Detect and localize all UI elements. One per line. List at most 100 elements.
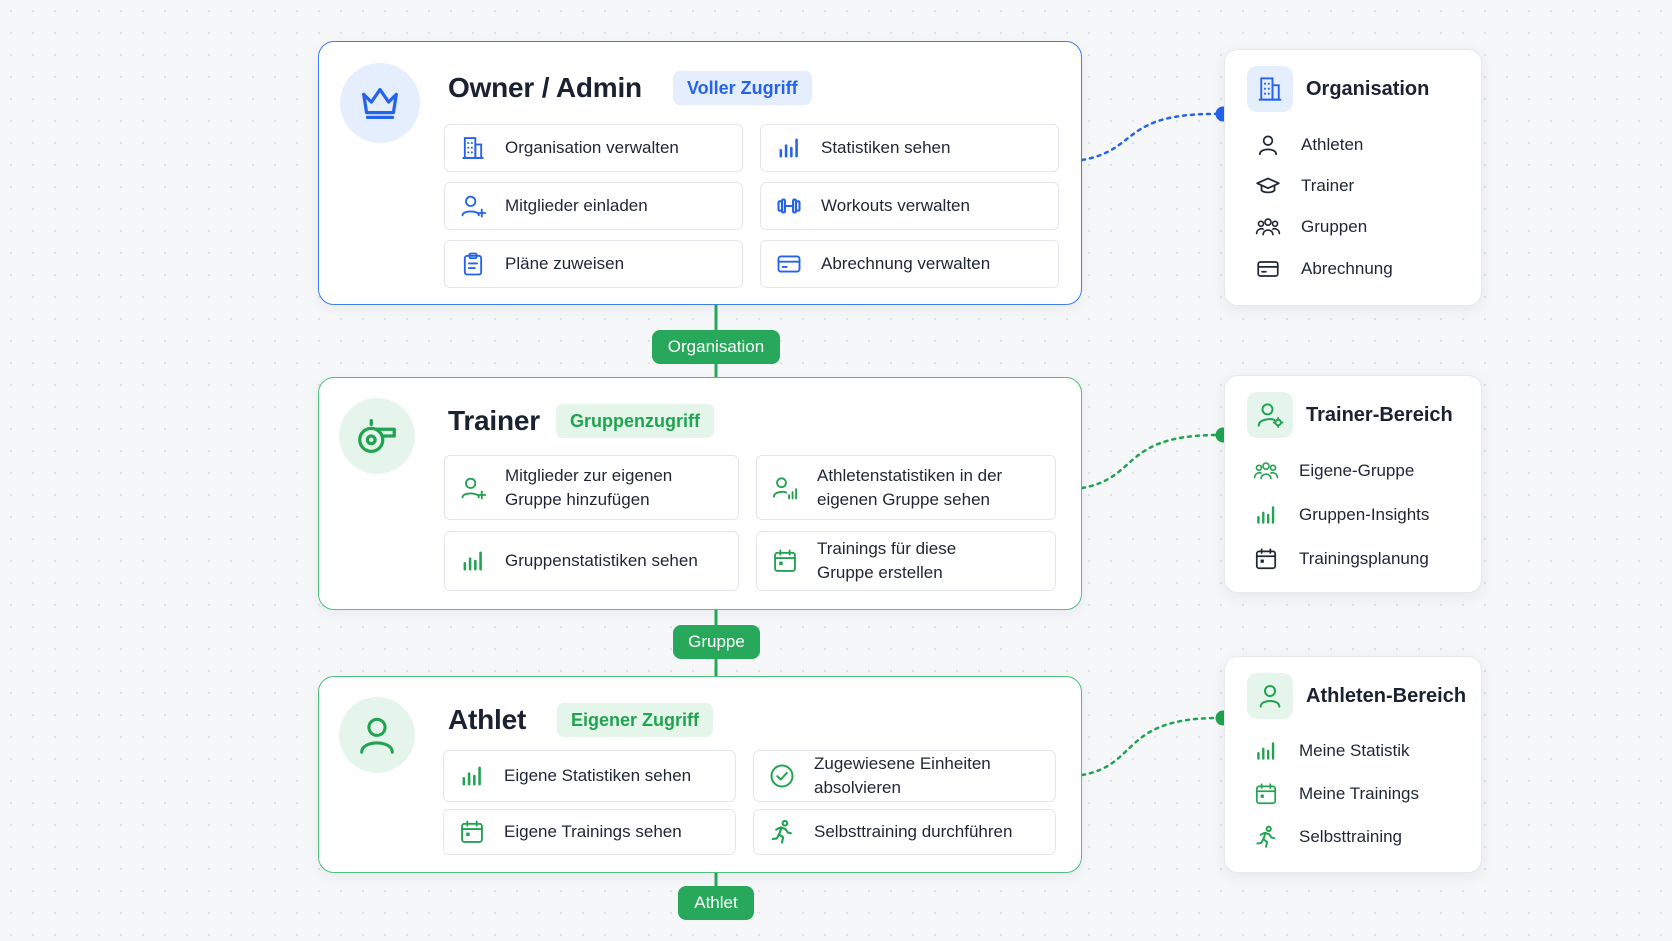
graduation-cap-icon: [1256, 177, 1280, 194]
role-title: Trainer: [448, 405, 540, 436]
label-line: Gruppe hinzufügen: [505, 489, 650, 509]
user-gear-icon: [1257, 403, 1284, 428]
permission-item: Statistiken sehen: [760, 124, 1059, 172]
area-title: Trainer-Bereich: [1306, 403, 1453, 426]
calendar-icon: [1255, 783, 1277, 805]
area-item-label: Trainingsplanung: [1299, 549, 1429, 568]
running-icon: [771, 819, 792, 844]
permission-label: Organisation verwalten: [505, 138, 679, 157]
area-item-label: Gruppen: [1301, 217, 1368, 236]
credit-card-icon: [1257, 261, 1279, 277]
owner-admin-card: Owner / Admin Voller Zugriff Organisatio…: [318, 41, 1082, 305]
area-header: Organisation: [1247, 66, 1429, 112]
permission-item: Trainings für diese Gruppe erstellen: [756, 531, 1056, 591]
connector-pill-gruppe: Gruppe: [673, 625, 760, 659]
permission-item: Mitglieder zur eigenen Gruppe hinzufügen: [444, 455, 739, 520]
area-item-label: Abrechnung: [1301, 259, 1393, 278]
avatar: [339, 398, 415, 474]
permission-label: Eigene Statistiken sehen: [504, 766, 692, 785]
permission-label: Zugewiesene Einheiten absolvieren: [814, 752, 991, 800]
area-item: Athleten: [1255, 132, 1363, 158]
crown-icon: [362, 87, 398, 120]
bar-chart-icon: [779, 138, 798, 158]
permission-item: Selbsttraining durchführen: [753, 809, 1056, 855]
user-plus-icon: [461, 477, 487, 499]
label-line: Zugewiesene Einheiten: [814, 754, 991, 773]
permission-item: Mitglieder einladen: [444, 182, 743, 230]
area-item-label: Meine Statistik: [1299, 741, 1410, 760]
user-icon: [1259, 135, 1277, 156]
permission-item: Workouts verwalten: [760, 182, 1059, 230]
area-item-label: Selbsttraining: [1299, 827, 1403, 846]
bar-chart-icon: [1257, 742, 1275, 760]
access-badge: Gruppenzugriff: [556, 404, 714, 438]
permission-item: Abrechnung verwalten: [760, 240, 1059, 288]
permission-item: Athletenstatistiken in der eigenen Grupp…: [756, 455, 1056, 520]
role-title: Athlet: [448, 704, 527, 735]
permission-label: Abrechnung verwalten: [821, 254, 991, 273]
area-item-label: Eigene-Gruppe: [1299, 461, 1415, 480]
permission-label: Mitglieder einladen: [505, 196, 648, 215]
avatar: [340, 63, 420, 143]
permission-item: Zugewiesene Einheiten absolvieren: [753, 750, 1056, 802]
calendar-icon: [1255, 548, 1277, 570]
label-line: Trainings für diese: [817, 539, 957, 558]
building-icon: [462, 137, 484, 159]
area-item-label: Trainer: [1301, 176, 1355, 195]
bar-chart-icon: [463, 551, 482, 571]
area-title: Organisation: [1306, 77, 1430, 100]
permission-item: Pläne zuweisen: [444, 240, 743, 288]
permission-label: Pläne zuweisen: [505, 254, 625, 273]
area-item: Trainingsplanung: [1253, 546, 1429, 572]
label-line: Mitglieder zur eigenen: [505, 465, 673, 485]
athlete-card: Athlet Eigener Zugriff Eigene Statistike…: [318, 676, 1082, 873]
area-item: Gruppen-Insights: [1253, 502, 1429, 528]
area-item-label: Meine Trainings: [1299, 784, 1420, 803]
users-icon: [1255, 218, 1281, 236]
area-icon: [1247, 673, 1293, 719]
permission-item: Gruppenstatistiken sehen: [444, 531, 739, 591]
access-badge: Voller Zugriff: [673, 71, 812, 105]
permission-label: Selbsttraining durchführen: [814, 822, 1013, 841]
dumbbell-icon: [777, 198, 801, 214]
user-plus-icon: [461, 195, 487, 218]
permission-label: Mitglieder zur eigenen Gruppe hinzufügen: [505, 464, 672, 512]
connector-pill-athlet: Athlet: [678, 886, 754, 920]
area-item: Abrechnung: [1255, 256, 1393, 282]
permission-label: Gruppenstatistiken sehen: [505, 551, 698, 570]
calendar-icon: [774, 549, 796, 572]
running-icon: [1256, 825, 1276, 848]
permission-label: Statistiken sehen: [821, 138, 951, 157]
area-item-label: Athleten: [1301, 135, 1364, 154]
permission-label: Workouts verwalten: [821, 196, 970, 215]
permission-label: Trainings für diese Gruppe erstellen: [817, 537, 956, 585]
users-icon: [1253, 462, 1279, 480]
area-title: Athleten-Bereich: [1306, 684, 1467, 707]
area-item: Meine Trainings: [1253, 781, 1419, 807]
whistle-icon: [358, 419, 396, 453]
label-line: absolvieren: [814, 778, 901, 797]
trainer-card: Trainer Gruppenzugriff Mitglieder zur ei…: [318, 377, 1082, 610]
building-icon: [1258, 77, 1282, 101]
user-chart-icon: [772, 476, 798, 499]
trainer-area-card: Trainer-Bereich Eigene-Gruppe Gruppen-In…: [1224, 375, 1482, 593]
permission-label: Eigene Trainings sehen: [504, 822, 682, 841]
check-circle-icon: [770, 764, 794, 788]
area-header: Trainer-Bereich: [1247, 392, 1453, 438]
connector-pill-organisation: Organisation: [652, 330, 780, 364]
area-item: Selbsttraining: [1253, 824, 1402, 850]
permission-item: Organisation verwalten: [444, 124, 743, 172]
permission-item: Eigene Statistiken sehen: [443, 750, 736, 802]
athlete-area-card: Athleten-Bereich Meine Statistik Meine T…: [1224, 656, 1482, 873]
label-line: Gruppe erstellen: [817, 563, 943, 582]
permission-label: Athletenstatistiken in der eigenen Grupp…: [817, 464, 1002, 512]
bar-chart-icon: [1257, 506, 1275, 524]
area-icon: [1247, 66, 1293, 112]
area-item: Meine Statistik: [1253, 738, 1410, 764]
credit-card-icon: [777, 255, 801, 273]
label-line: eigenen Gruppe sehen: [817, 489, 990, 509]
user-icon: [1259, 685, 1281, 708]
avatar: [339, 697, 415, 773]
access-badge: Eigener Zugriff: [557, 703, 714, 737]
role-title: Owner / Admin: [448, 72, 642, 103]
